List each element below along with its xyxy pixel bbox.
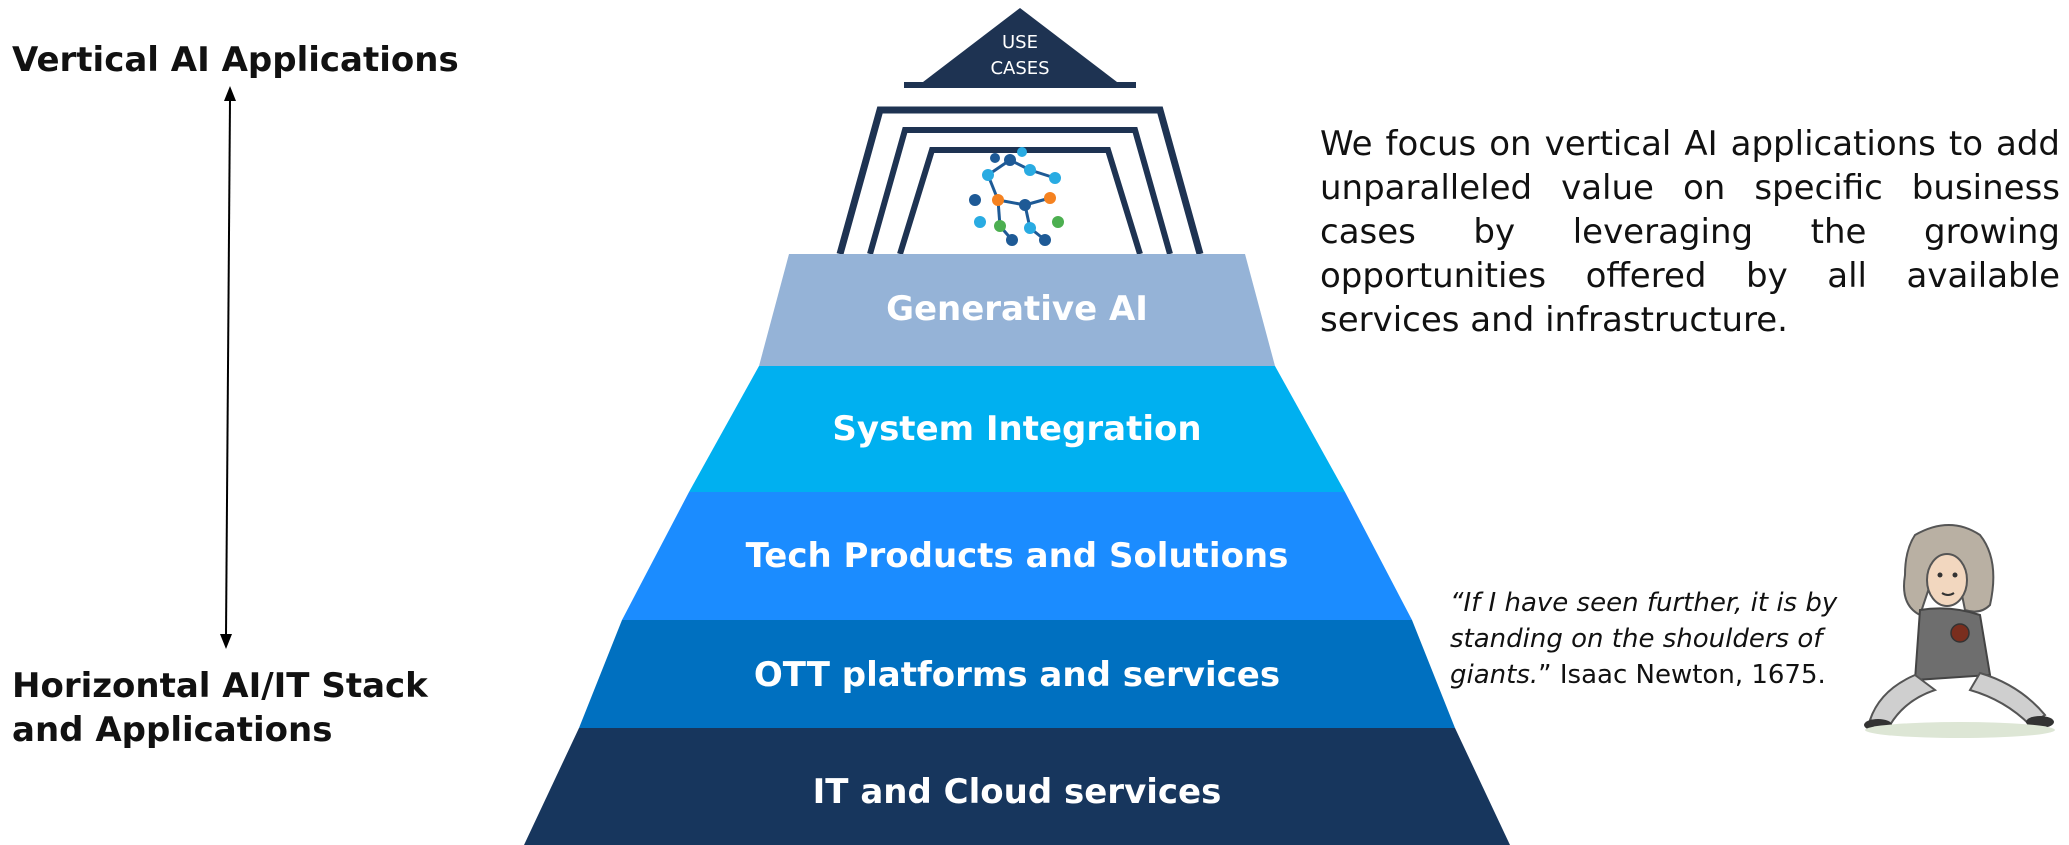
horizontal-stack-label-line1: Horizontal AI/IT Stack [12,666,428,706]
newton-quote: “If I have seen further, it is by standi… [1450,585,1860,693]
vertical-ai-label: Vertical AI Applications [12,40,459,80]
vertical-arrow [220,86,236,649]
apex-cap [923,8,1117,82]
isaac-newton-illustration [1864,524,2055,738]
horizontal-stack-label-line2: and Applications [12,710,333,750]
layer-it-cloud [524,728,1510,845]
layer-it-cloud-label: IT and Cloud services [813,772,1222,812]
layer-system-integration [689,366,1345,492]
layer-system-integration-label: System Integration [832,409,1201,449]
apex-label-line1: USE [1002,32,1038,53]
apex-label-line2: CASES [990,58,1049,79]
description-text: We focus on vertical AI applications to … [1320,124,2060,340]
layer-ott-platforms [579,620,1455,728]
apex-arcs [836,106,1204,255]
layer-tech-products [622,492,1412,620]
quote-text: “If I have seen further, it is by standi… [1450,588,1838,690]
layer-generative-ai-label: Generative AI [886,289,1148,329]
ai-network-icon [969,147,1064,246]
horizontal-stack-label: Horizontal AI/IT Stack and Applications [12,664,428,752]
layer-tech-products-label: Tech Products and Solutions [746,536,1289,576]
quote-attribution: ” Isaac Newton, 1675. [1538,660,1826,690]
layer-generative-ai [759,254,1275,366]
layer-ott-platforms-label: OTT platforms and services [754,655,1280,695]
